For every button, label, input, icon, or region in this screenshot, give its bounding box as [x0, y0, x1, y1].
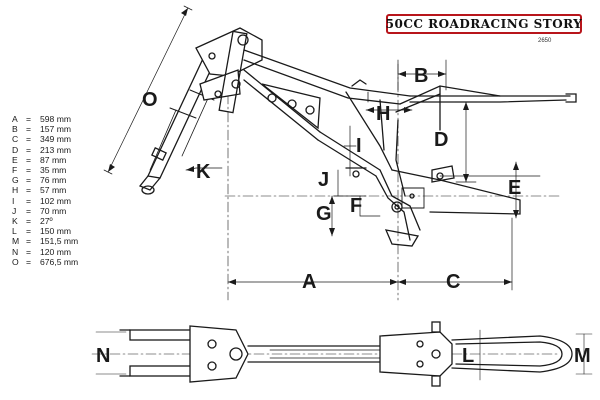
legend-row: D = 213 mm [12, 145, 78, 155]
legend-value: 27º [40, 216, 53, 227]
label-i: I [356, 135, 362, 157]
legend-key: B [12, 124, 18, 135]
drawing-code: 2650 [538, 38, 552, 44]
legend-value: 87 mm [40, 154, 67, 165]
legend-key: K [12, 216, 18, 227]
legend-key: M [12, 236, 20, 247]
legend-eq: = [26, 134, 32, 145]
legend-eq: = [26, 175, 32, 186]
top-view [91, 321, 593, 387]
legend-key: D [12, 144, 19, 155]
legend-value: 35 mm [40, 165, 67, 176]
legend-eq: = [26, 205, 32, 216]
label-f: F [350, 195, 362, 217]
legend-key: C [12, 134, 19, 145]
label-d: D [434, 129, 448, 151]
legend-key: A [12, 114, 18, 124]
side-view [103, 5, 577, 301]
legend-key: H [12, 185, 19, 196]
label-e: E [508, 177, 521, 199]
label-l: L [462, 345, 474, 367]
label-o: O [142, 89, 158, 111]
legend-value: 676,5 mm [40, 256, 79, 267]
legend-key: N [12, 246, 19, 257]
arrowheads [108, 8, 519, 285]
legend-row: A = 598 mm [12, 114, 78, 124]
legend-row: C = 349 mm [12, 134, 78, 144]
legend-key: J [12, 205, 17, 216]
legend-row: K = 27º [12, 216, 78, 226]
legend-key: L [12, 226, 17, 237]
legend-row: O = 676,5 mm [12, 257, 78, 267]
legend-row: L = 150 mm [12, 226, 78, 236]
legend-value: 57 mm [40, 185, 67, 196]
legend-value: 598 mm [40, 114, 72, 124]
legend-value: 70 mm [40, 205, 67, 216]
label-a: A [302, 271, 316, 293]
label-b: B [414, 65, 428, 87]
legend-row: E = 87 mm [12, 155, 78, 165]
label-n: N [96, 345, 110, 367]
legend-eq: = [26, 185, 32, 196]
legend-eq: = [26, 216, 32, 227]
legend-row: B = 157 mm [12, 124, 78, 134]
title-banner: 50CC ROADRACING STORY [386, 14, 582, 34]
legend-value: 349 mm [40, 134, 72, 145]
label-j: J [318, 169, 329, 191]
legend-key: F [12, 165, 18, 176]
banner-text: 50CC ROADRACING STORY [385, 17, 583, 31]
legend-eq: = [26, 195, 32, 206]
legend-eq: = [26, 144, 32, 155]
legend-key: O [12, 256, 19, 267]
legend-eq: = [26, 256, 32, 267]
legend-row: J = 70 mm [12, 206, 78, 216]
legend-value: 157 mm [40, 124, 72, 135]
legend-value: 76 mm [40, 175, 67, 186]
legend-row: M = 151,5 mm [12, 236, 78, 246]
legend-value: 120 mm [40, 246, 72, 257]
legend-key: G [12, 175, 19, 186]
legend-eq: = [26, 154, 32, 165]
dimension-labels: O K B H D I J E F G A C N L M [96, 65, 591, 367]
legend-key: I [12, 195, 15, 206]
main-frame [243, 49, 577, 247]
legend-eq: = [26, 246, 32, 257]
legend-eq: = [26, 124, 32, 135]
label-h: H [376, 103, 390, 125]
label-m: M [574, 345, 591, 367]
legend-row: G = 76 mm [12, 175, 78, 185]
legend-eq: = [26, 236, 32, 247]
legend-eq: = [26, 114, 32, 124]
steering-head [195, 27, 263, 114]
legend-row: F = 35 mm [12, 165, 78, 175]
legend-eq: = [26, 226, 32, 237]
legend-key: E [12, 154, 18, 165]
legend-value: 213 mm [40, 144, 72, 155]
legend-row: H = 57 mm [12, 185, 78, 195]
legend-value: 151,5 mm [40, 236, 79, 247]
legend-row: I = 102 mm [12, 196, 78, 206]
label-k: K [196, 161, 211, 183]
legend-value: 102 mm [40, 195, 72, 206]
legend-row: N = 120 mm [12, 247, 78, 257]
legend-eq: = [26, 165, 32, 176]
label-g: G [316, 203, 332, 225]
label-c: C [446, 271, 460, 293]
legend-value: 150 mm [40, 226, 72, 237]
